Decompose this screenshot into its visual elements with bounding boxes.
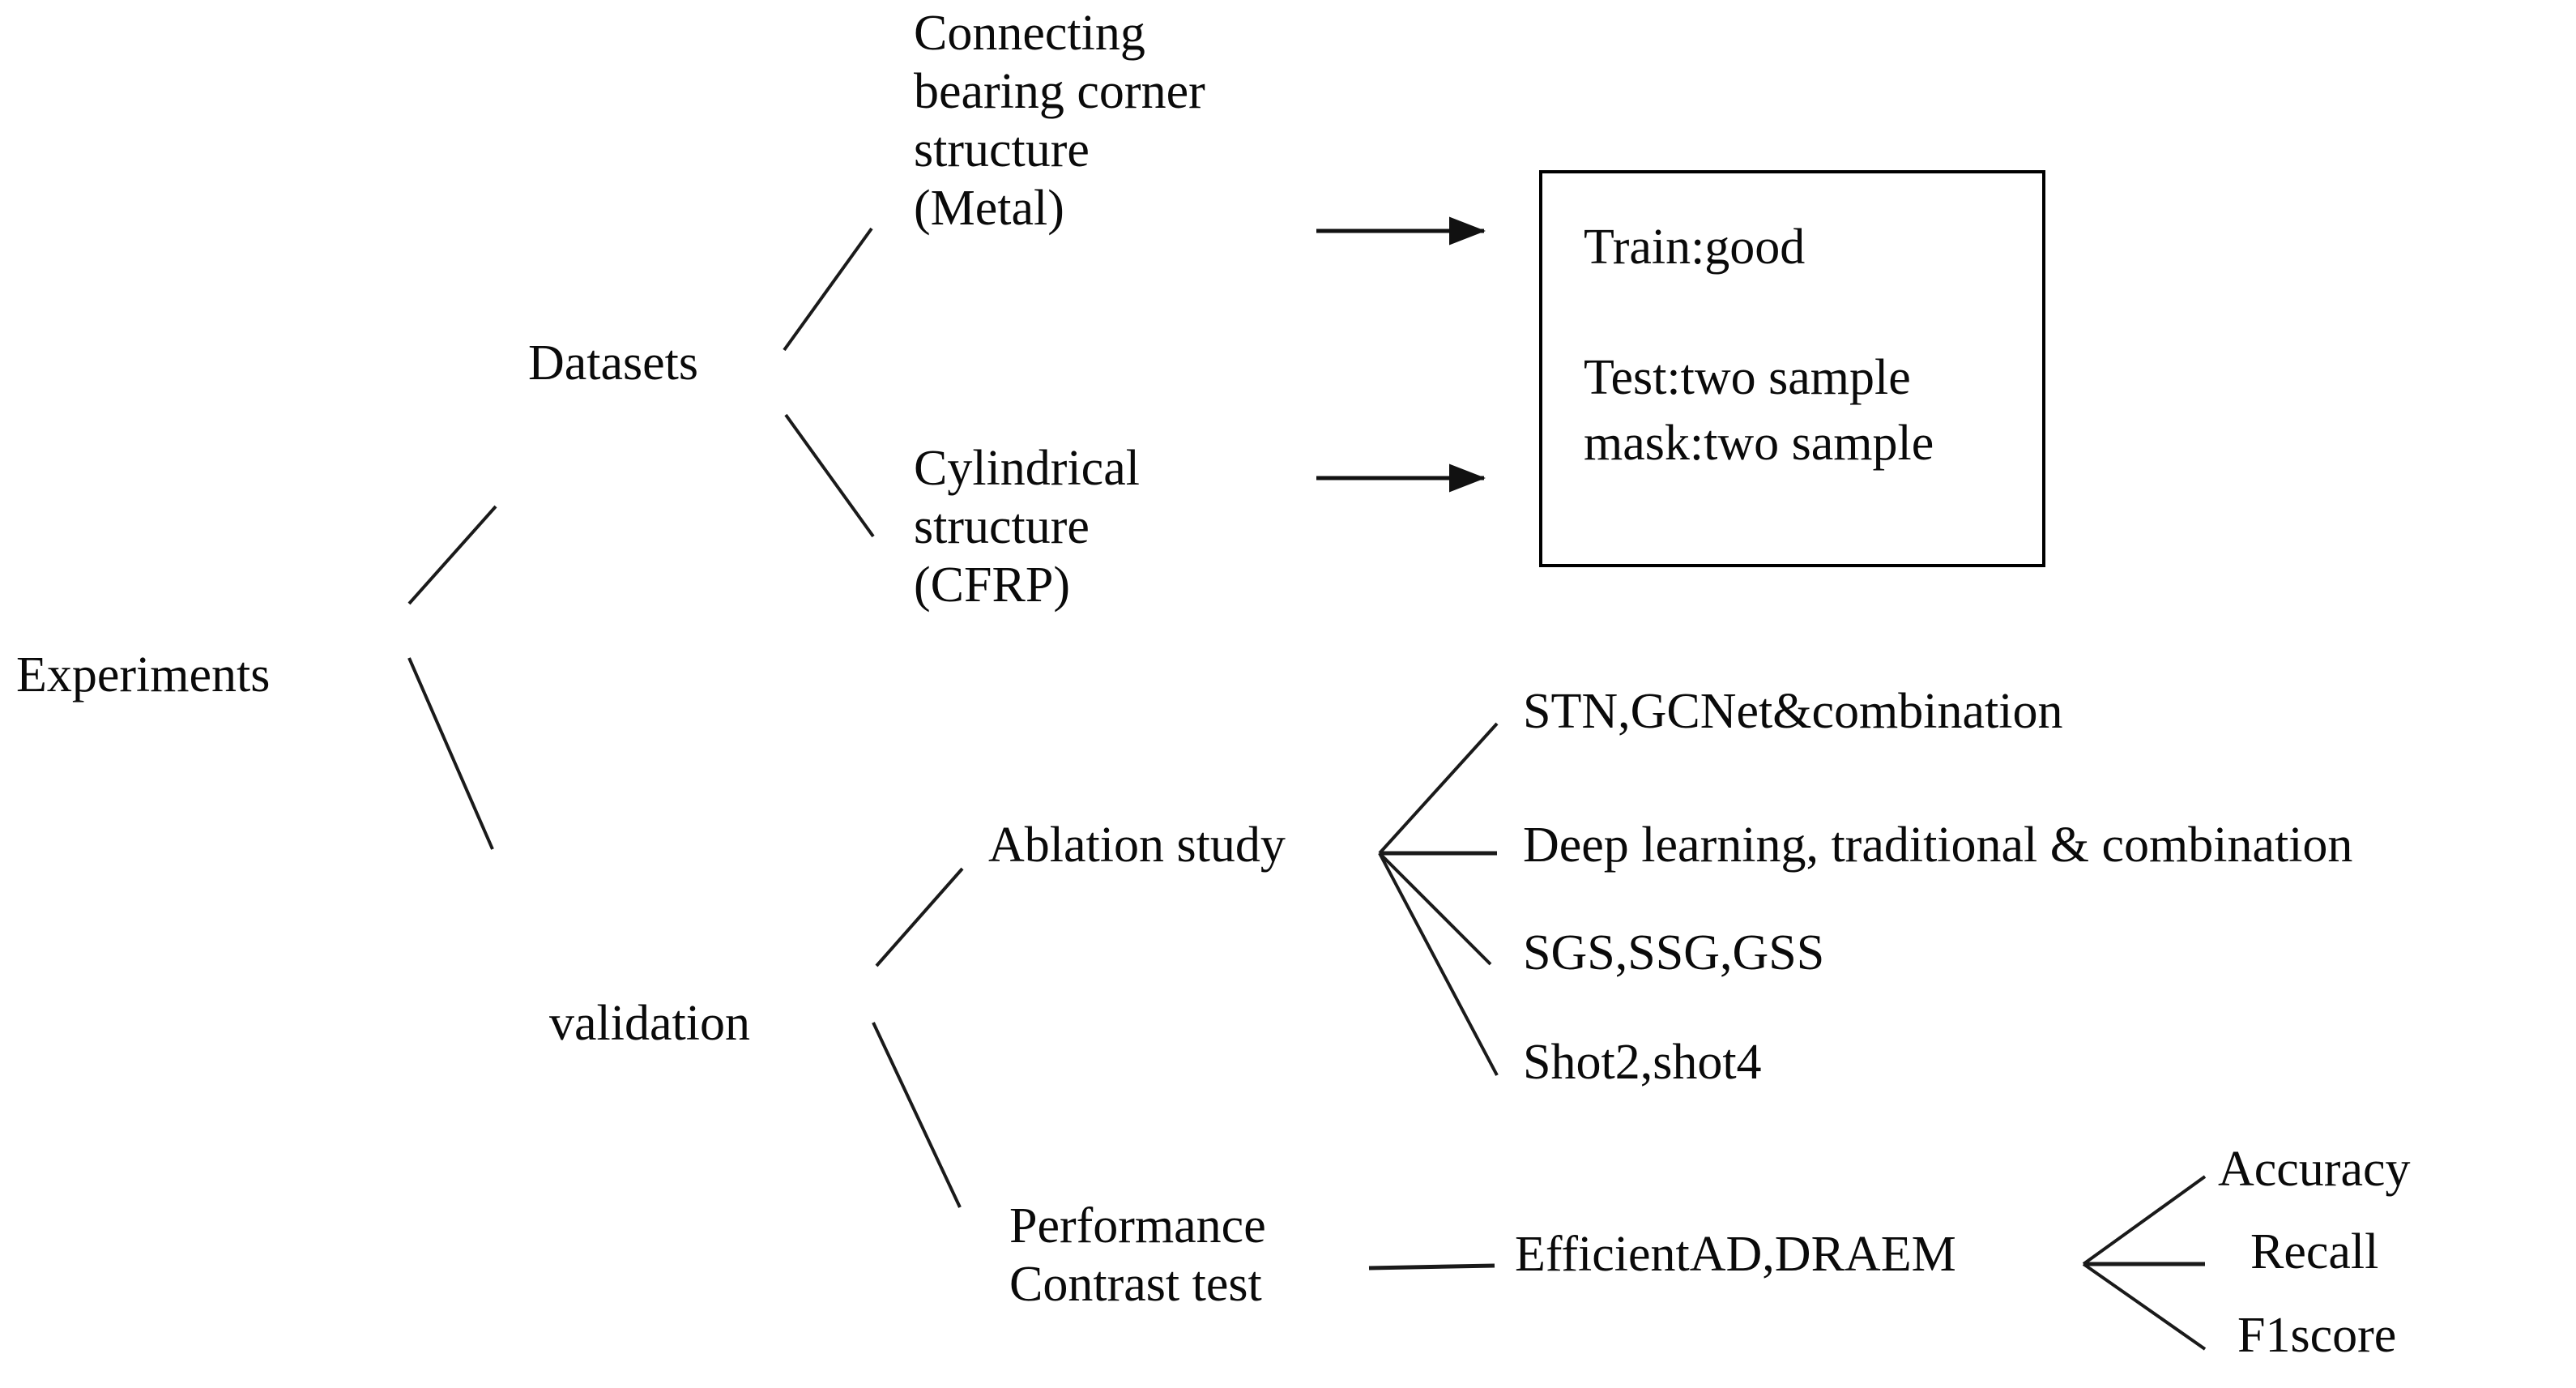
edge-datasets-to-metal: [783, 227, 873, 352]
edge-validation-to-performance: [872, 1022, 962, 1208]
node-stn-gcnet-combination: STN,GCNet&combination: [1523, 684, 2063, 739]
node-datasets: Datasets: [528, 335, 699, 391]
node-experiments: Experiments: [16, 647, 271, 703]
node-shot2-shot4: Shot2,shot4: [1523, 1035, 1762, 1090]
node-deep-learning-traditional-combination: Deep learning, traditional & combination: [1523, 818, 2353, 873]
node-efficientad-draem: EfficientAD,DRAEM: [1515, 1227, 1956, 1282]
node-metric-accuracy: Accuracy: [2218, 1142, 2411, 1197]
edge-experiments-to-validation: [407, 657, 494, 850]
node-connecting-bearing-corner-structure-metal: Connecting bearing corner structure (Met…: [914, 6, 1205, 236]
node-sgs-ssg-gss: SGS,SSG,GSS: [1523, 925, 1825, 980]
edge-datasets-to-cfrp: [784, 413, 875, 538]
edge-ablation-fan-1: [1378, 722, 1499, 855]
node-validation: validation: [549, 996, 750, 1051]
dataset-split-box: [1539, 170, 2045, 567]
node-metric-f1score: F1score: [2237, 1308, 2397, 1363]
node-cylindrical-structure-cfrp: Cylindrical structure (CFRP): [914, 441, 1140, 613]
node-ablation-study: Ablation study: [988, 818, 1286, 873]
node-metric-recall: Recall: [2250, 1224, 2379, 1279]
edge-ablation-fan-4: [1378, 852, 1499, 1076]
edge-efficientad-fan-1: [2082, 1175, 2207, 1266]
edge-efficientad-fan-3: [2082, 1262, 2207, 1351]
edge-performance-to-efficientad: [1368, 1263, 1495, 1271]
dataset-split-box-text: Train:good Test:two sample mask:two samp…: [1584, 220, 1934, 471]
node-performance-contrast-test: Performance Contrast test: [1009, 1198, 1266, 1312]
edge-experiments-to-datasets: [407, 505, 497, 605]
edge-ablation-fan-3: [1378, 852, 1492, 966]
edge-validation-to-ablation: [875, 867, 964, 967]
